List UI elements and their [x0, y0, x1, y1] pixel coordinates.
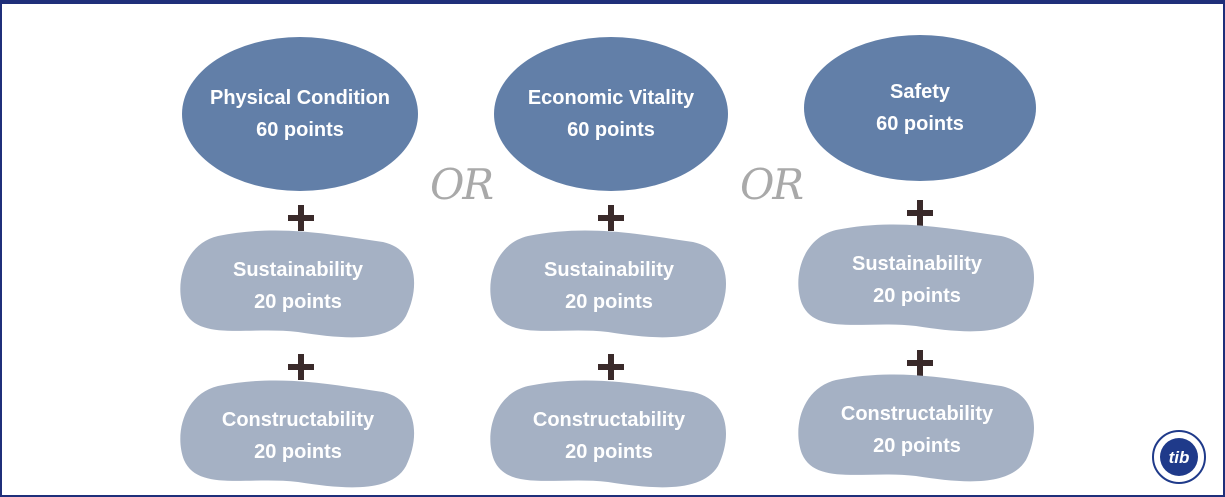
physical-condition-node: Physical Condition 60 points: [180, 35, 420, 193]
node-title: Sustainability: [543, 259, 675, 281]
svg-text:tib: tib: [1169, 448, 1190, 467]
constructability-node: Constructability 20 points: [796, 372, 1038, 488]
or-label: OR: [740, 160, 804, 209]
or-label: OR: [430, 160, 494, 209]
plus-icon: [905, 348, 935, 378]
node-points: 20 points: [565, 291, 653, 313]
plus-icon: [286, 203, 316, 233]
node-title: Constructability: [532, 409, 686, 431]
node-title: Sustainability: [232, 259, 364, 281]
node-title: Constructability: [221, 409, 375, 431]
node-title: Sustainability: [851, 253, 983, 275]
node-points: 60 points: [567, 119, 655, 141]
logo-seal-icon: tib: [1152, 430, 1206, 484]
node-title: Constructability: [840, 403, 994, 425]
node-points: 20 points: [254, 291, 342, 313]
economic-vitality-node: Economic Vitality 60 points: [492, 35, 730, 193]
sustainability-node: Sustainability 20 points: [178, 228, 418, 344]
constructability-node: Constructability 20 points: [178, 378, 418, 494]
constructability-node: Constructability 20 points: [488, 378, 730, 494]
node-points: 60 points: [876, 113, 964, 135]
node-title: Safety: [889, 81, 951, 103]
node-points: 20 points: [254, 441, 342, 463]
sustainability-node: Sustainability 20 points: [488, 228, 730, 344]
plus-icon: [596, 203, 626, 233]
node-points: 20 points: [873, 285, 961, 307]
node-points: 20 points: [565, 441, 653, 463]
node-points: 20 points: [873, 435, 961, 457]
node-points: 60 points: [256, 119, 344, 141]
node-title: Physical Condition: [209, 87, 391, 109]
node-title: Economic Vitality: [527, 87, 695, 109]
plus-icon: [596, 352, 626, 382]
plus-icon: [905, 198, 935, 228]
sustainability-node: Sustainability 20 points: [796, 222, 1038, 338]
safety-node: Safety 60 points: [802, 33, 1038, 183]
plus-icon: [286, 352, 316, 382]
